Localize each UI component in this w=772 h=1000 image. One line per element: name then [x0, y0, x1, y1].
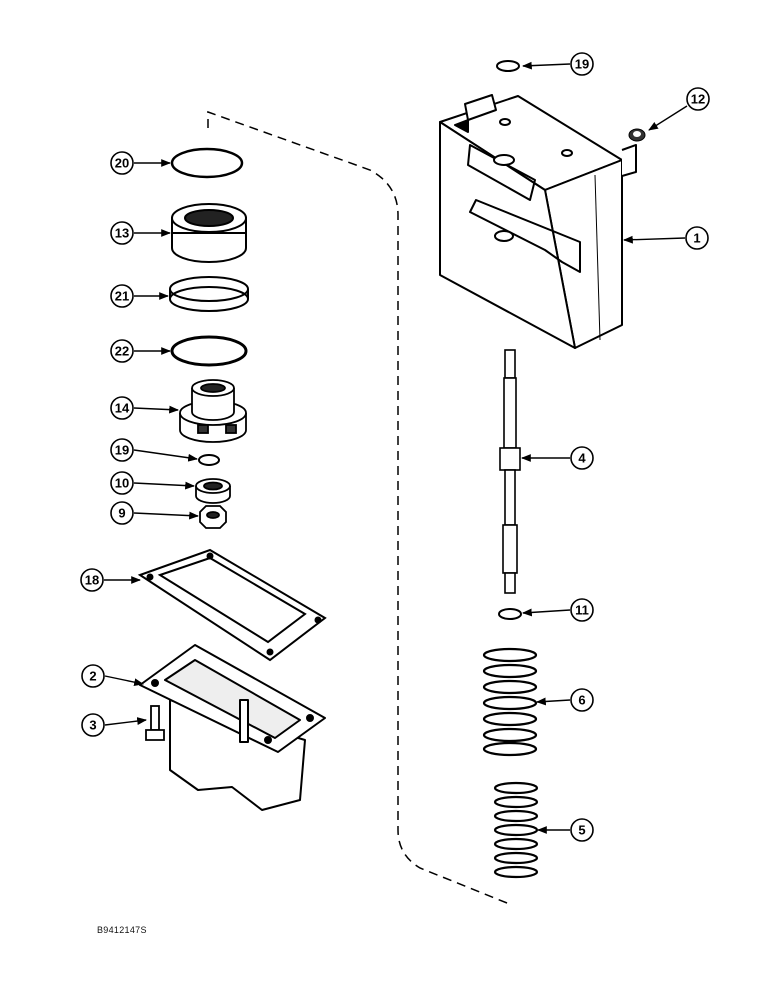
callout-12: 12: [686, 87, 710, 111]
part-backup-ring: [169, 276, 249, 312]
callout-19-top: 19: [570, 52, 594, 76]
callout-10: 10: [110, 471, 134, 495]
svg-text:11: 11: [575, 603, 589, 618]
part-bearing: [195, 478, 231, 504]
part-o-ring-top: [496, 60, 520, 72]
part-spring-outer: [482, 647, 538, 757]
part-nut: [199, 505, 227, 529]
svg-text:19: 19: [115, 443, 129, 458]
part-valve-housing: [439, 94, 637, 349]
callout-1: 1: [685, 226, 709, 250]
callout-14: 14: [110, 396, 134, 420]
callout-6: 6: [570, 688, 594, 712]
callout-5: 5: [570, 818, 594, 842]
part-o-ring-large: [170, 335, 248, 367]
svg-text:4: 4: [578, 451, 586, 466]
svg-text:18: 18: [85, 573, 99, 588]
figure-reference-code: B9412147S: [97, 925, 147, 935]
part-o-ring-small: [198, 454, 220, 466]
svg-text:6: 6: [578, 693, 585, 708]
callout-20: 20: [110, 151, 134, 175]
svg-text:3: 3: [89, 718, 96, 733]
part-retainer: [179, 379, 247, 443]
svg-text:1: 1: [693, 231, 700, 246]
part-packing-ring: [170, 147, 244, 179]
callout-21: 21: [110, 284, 134, 308]
svg-text:14: 14: [115, 401, 130, 416]
part-spool: [499, 349, 521, 594]
callout-9: 9: [110, 501, 134, 525]
part-bolt: [145, 705, 165, 741]
callout-19-lower: 19: [110, 438, 134, 462]
svg-text:22: 22: [115, 344, 129, 359]
callout-11: 11: [570, 598, 594, 622]
part-cover: [139, 644, 326, 811]
assembly-boundary-dashed-line: [207, 110, 513, 906]
svg-text:10: 10: [115, 476, 129, 491]
callout-18: 18: [80, 568, 104, 592]
part-plug: [628, 128, 646, 142]
callout-4: 4: [570, 446, 594, 470]
callout-3: 3: [81, 713, 105, 737]
svg-text:12: 12: [691, 92, 705, 107]
svg-text:2: 2: [89, 669, 96, 684]
svg-text:20: 20: [115, 156, 129, 171]
svg-text:9: 9: [118, 506, 125, 521]
svg-text:21: 21: [115, 289, 129, 304]
part-gasket: [137, 548, 327, 662]
callout-13: 13: [110, 221, 134, 245]
svg-text:19: 19: [575, 57, 589, 72]
part-snap-ring: [498, 608, 522, 620]
callout-2: 2: [81, 664, 105, 688]
callout-22: 22: [110, 339, 134, 363]
callout-leaders: [104, 61, 688, 834]
part-seal: [171, 203, 247, 263]
svg-text:13: 13: [115, 226, 129, 241]
svg-text:5: 5: [578, 823, 585, 838]
part-spring-inner: [493, 781, 539, 879]
